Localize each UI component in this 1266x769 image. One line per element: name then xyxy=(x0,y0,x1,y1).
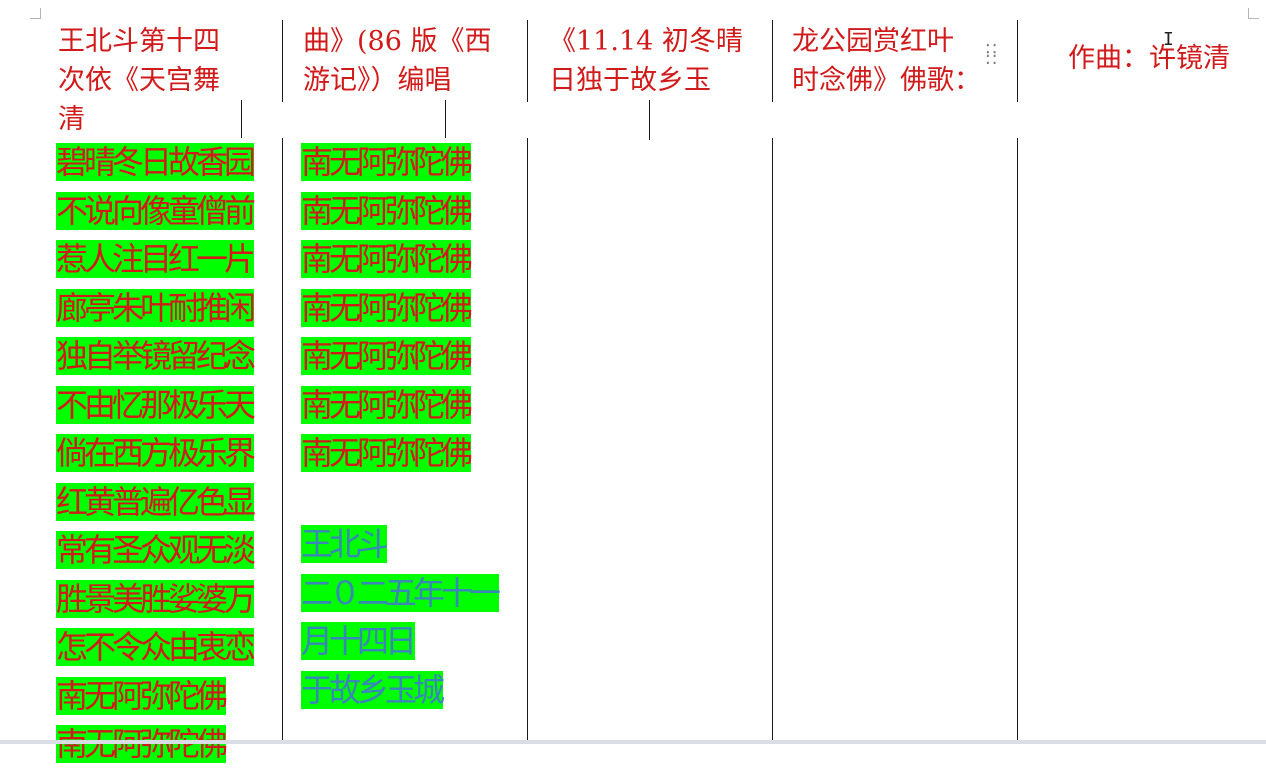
tick-mark-3 xyxy=(649,100,650,140)
signature-line: 王北斗 xyxy=(301,525,389,563)
column-divider-4 xyxy=(1017,20,1018,102)
header-cell-2[interactable]: 曲》(86 版《西 游记》）编唱 xyxy=(303,22,491,100)
lyric-line: 胜景美胜娑婆万 xyxy=(56,579,256,618)
chant-line: 南无阿弥陀佛 xyxy=(301,337,473,375)
tick-mark-1 xyxy=(241,100,242,138)
chant-line: 南无阿弥陀佛 xyxy=(301,240,473,278)
header-line: 游记》）编唱 xyxy=(303,65,452,96)
horizontal-scrollbar[interactable] xyxy=(0,740,1266,744)
drag-handle-icon[interactable]: ⁚⁚⁚⁚ xyxy=(985,41,999,69)
header-line: 王北斗第十四 xyxy=(58,26,220,57)
header-line: 日独于故乡玉 xyxy=(549,65,711,96)
column-divider-2 xyxy=(527,20,528,102)
lyric-line: 怎不令众由衷恋 xyxy=(56,628,256,666)
signature-line: 于故乡玉城 xyxy=(301,670,445,709)
lyric-line: 红黄普遍亿色显 xyxy=(56,482,256,521)
column-divider-3b xyxy=(772,138,773,744)
header-cell-5[interactable]: 作曲：许镜清 xyxy=(1068,39,1230,78)
column-divider-2b xyxy=(527,138,528,744)
lyric-line: 不说向像童僧前 xyxy=(56,191,256,230)
lyric-line: 碧晴冬日故香园 xyxy=(56,143,256,181)
column-divider-1b xyxy=(282,138,283,744)
signature-line: 月十四日 xyxy=(301,622,417,660)
header-line: 作曲：许镜清 xyxy=(1068,43,1230,74)
header-line: 清 xyxy=(58,104,85,135)
column-divider-3 xyxy=(772,20,773,102)
margin-corner-top-left xyxy=(30,8,41,19)
margin-corner-top-right xyxy=(1248,8,1259,19)
chant-column[interactable]: 南无阿弥陀佛 南无阿弥陀佛 南无阿弥陀佛 南无阿弥陀佛 南无阿弥陀佛 南无阿弥陀… xyxy=(301,138,473,478)
chant-line: 南无阿弥陀佛 xyxy=(301,288,473,327)
header-line: 曲》(86 版《西 xyxy=(303,26,492,57)
chant-line: 南无阿弥陀佛 xyxy=(301,385,473,424)
lyric-line: 倘在西方极乐界 xyxy=(56,434,256,472)
column-divider-1 xyxy=(282,20,283,102)
lyric-line: 独自举镜留纪念 xyxy=(56,337,256,375)
signature-line: 二０二五年十一 xyxy=(301,573,501,612)
signature-block[interactable]: 王北斗 二０二五年十一 月十四日 于故乡玉城 xyxy=(301,520,501,714)
header-line: 《11.14 初冬晴 xyxy=(549,26,743,57)
lyric-line: 不由忆那极乐天 xyxy=(56,385,256,424)
lyric-line: 常有圣众观无淡 xyxy=(56,531,256,569)
column-divider-4b xyxy=(1017,138,1018,744)
lyric-line: 惹人注目红一片 xyxy=(56,240,256,278)
chant-line: 南无阿弥陀佛 xyxy=(301,434,473,472)
chant-line: 南无阿弥陀佛 xyxy=(301,143,473,181)
header-cell-3[interactable]: 《11.14 初冬晴 日独于故乡玉 xyxy=(549,22,743,100)
lyric-line: 廊亭朱叶耐推闲 xyxy=(56,288,256,327)
text-cursor-icon: I xyxy=(1163,29,1174,50)
header-line: 龙公园赏红叶 xyxy=(792,26,954,57)
chant-line: 南无阿弥陀佛 xyxy=(301,191,473,230)
header-line: 次依《天宫舞 xyxy=(58,65,220,96)
tick-mark-2 xyxy=(445,100,446,138)
lyrics-column[interactable]: 碧晴冬日故香园 不说向像童僧前 惹人注目红一片 廊亭朱叶耐推闲 独自举镜留纪念 … xyxy=(56,138,256,769)
header-cell-1[interactable]: 王北斗第十四 次依《天宫舞 清 xyxy=(58,22,220,139)
header-line: 时念佛》佛歌： xyxy=(792,65,981,96)
lyric-line: 南无阿弥陀佛 xyxy=(56,676,228,715)
header-cell-4[interactable]: 龙公园赏红叶 时念佛》佛歌： xyxy=(792,22,981,100)
lyric-line: 南无阿弥陀佛 xyxy=(56,725,228,763)
